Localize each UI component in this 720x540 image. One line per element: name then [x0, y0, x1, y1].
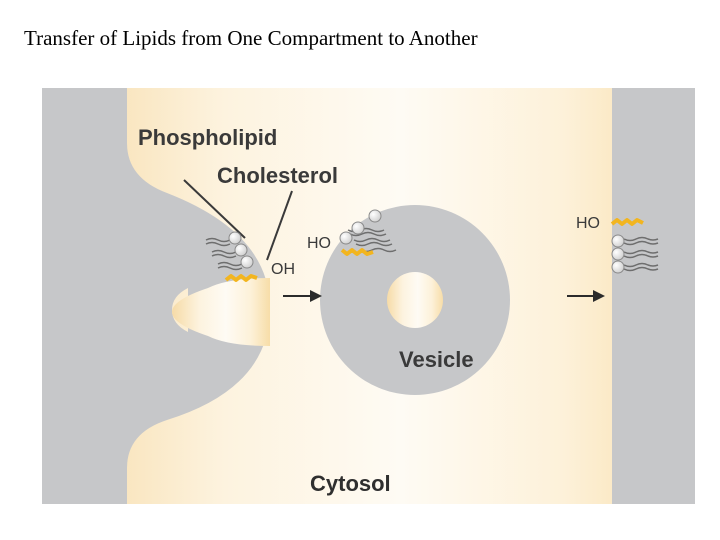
membrane-notch	[172, 278, 270, 346]
cholesterol-molecule	[224, 274, 258, 282]
ho-label-vesicle: HO	[307, 235, 331, 252]
vesicle-lumen	[387, 272, 443, 328]
lipid-head	[368, 209, 382, 223]
lipid-transfer-diagram: Phospholipid Cholesterol OH HO HO Vesicl…	[42, 88, 695, 504]
cholesterol-pointer	[266, 190, 293, 261]
phospholipid-cluster-right	[610, 218, 659, 274]
donor-membrane	[42, 88, 270, 504]
phospholipid-cluster-vesicle	[339, 209, 397, 256]
lipid-head	[234, 243, 248, 257]
lipid-head	[351, 221, 365, 235]
lipid-head	[339, 231, 353, 245]
lipid-head	[240, 255, 254, 269]
lipid-head	[611, 260, 625, 274]
oh-label-left: OH	[271, 261, 295, 278]
cholesterol-molecule	[610, 218, 644, 226]
phospholipid-pointer	[183, 179, 246, 239]
lipid-head	[611, 234, 625, 248]
lipid-head	[611, 247, 625, 261]
transfer-arrow-2	[567, 290, 605, 302]
phospholipid-label: Phospholipid	[138, 125, 277, 150]
phospholipid-cluster-left	[205, 231, 258, 282]
cholesterol-molecule	[340, 248, 374, 256]
acceptor-membrane	[612, 88, 695, 504]
slide-title: Transfer of Lipids from One Compartment …	[24, 26, 478, 50]
lipid-head	[228, 231, 242, 245]
vesicle-label: Vesicle	[399, 347, 474, 372]
transfer-arrow-1	[283, 290, 322, 302]
cytosol-label: Cytosol	[310, 471, 391, 496]
cholesterol-label: Cholesterol	[217, 163, 338, 188]
ho-label-right: HO	[576, 215, 600, 232]
